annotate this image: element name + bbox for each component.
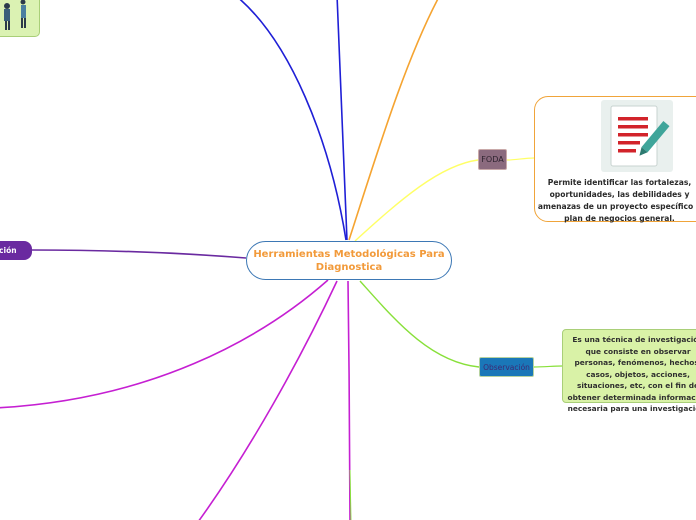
branch-foda-card (507, 158, 534, 160)
branch-magenta-bottom-left (198, 281, 337, 520)
foda-description-card[interactable]: Permite identificar las fortalezas, opor… (534, 96, 696, 222)
central-topic-title: Herramientas Metodológicas Para Diagnost… (253, 249, 444, 273)
branch-magenta-bottom (348, 281, 350, 520)
branch-observacion-card (534, 366, 562, 367)
document-icon-box (601, 100, 673, 172)
branch-foda (355, 160, 478, 241)
branch-magenta-left (0, 280, 328, 408)
foda-node[interactable]: FODA (478, 149, 507, 170)
foda-label: FODA (481, 155, 503, 164)
people-illustration-icon (0, 0, 41, 38)
branch-observacion (360, 281, 479, 367)
left-branch-node[interactable]: ación (0, 241, 32, 260)
foda-description: Permite identificar las fortalezas, opor… (537, 177, 696, 225)
document-edit-icon (601, 100, 673, 172)
observacion-description-card[interactable]: Es una técnica de investigación que cons… (562, 329, 696, 403)
branch-purple-left (32, 250, 246, 258)
central-topic[interactable]: Herramientas Metodológicas Para Diagnost… (246, 241, 452, 280)
observacion-description: Es una técnica de investigación que cons… (567, 334, 696, 415)
branch-blue-top-left (235, 0, 346, 240)
observacion-node[interactable]: Observación (479, 357, 534, 377)
observacion-label: Observación (483, 363, 530, 372)
branch-orange-top (349, 0, 440, 240)
left-branch-label: ación (0, 246, 17, 255)
topleft-image-card[interactable] (0, 0, 40, 37)
